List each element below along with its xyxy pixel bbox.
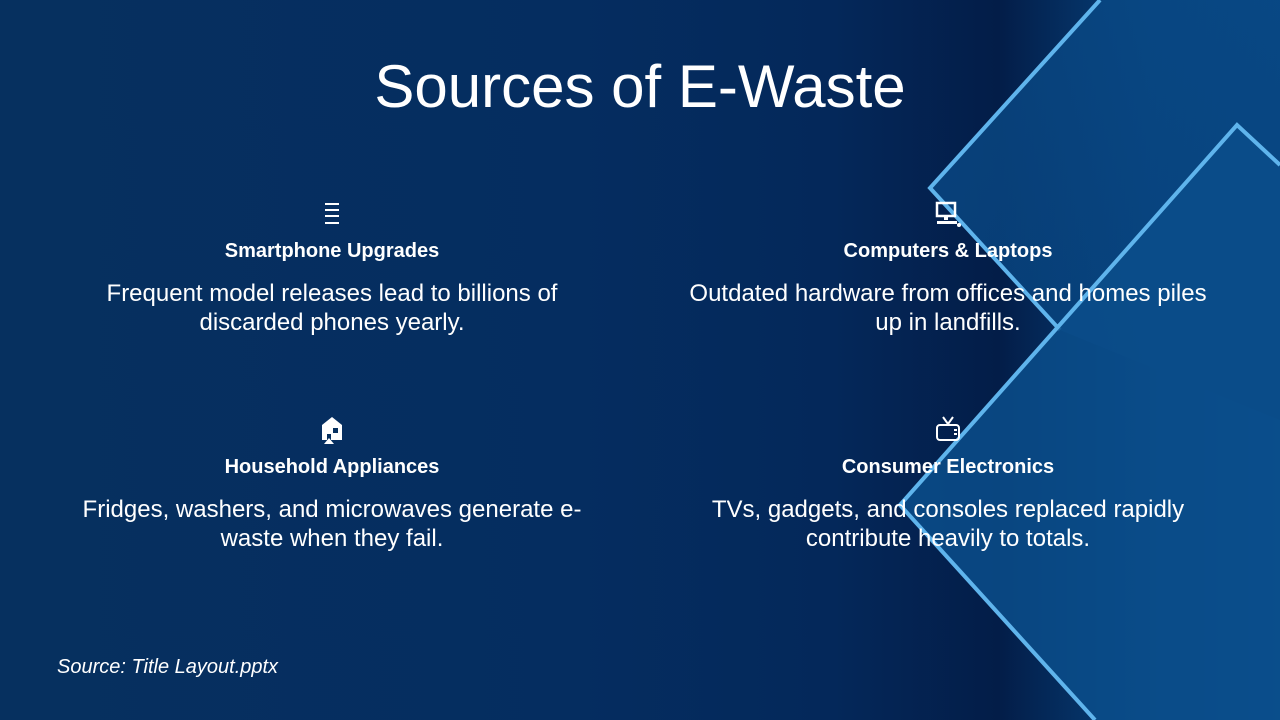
card-body: Outdated hardware from offices and homes… — [689, 280, 1207, 336]
diamond-outline — [897, 122, 1280, 720]
card-consumer-electronics: Consumer Electronics TVs, gadgets, and c… — [688, 416, 1208, 553]
card-smartphone: Smartphone Upgrades Frequent model relea… — [72, 200, 592, 337]
house-icon — [322, 417, 342, 444]
page-title: Sources of E-Waste — [374, 53, 906, 120]
card-body: Frequent model releases lead to billions… — [106, 280, 558, 336]
card-heading: Smartphone Upgrades — [224, 240, 440, 262]
card-heading: Computers & Laptops — [843, 240, 1053, 262]
card-body: Fridges, washers, and microwaves generat… — [82, 496, 582, 552]
computer-icon — [935, 201, 961, 227]
diamond-shape — [900, 125, 1280, 720]
card-heading: Consumer Electronics — [841, 456, 1055, 478]
card-heading: Household Appliances — [224, 456, 440, 478]
source-caption: Source: Title Layout.pptx — [57, 656, 279, 678]
smartphone-icon — [325, 203, 339, 224]
card-household: Household Appliances Fridges, washers, a… — [72, 416, 592, 553]
card-computers: Computers & Laptops Outdated hardware fr… — [688, 200, 1208, 337]
diamond-outline — [927, 0, 1102, 332]
card-body: TVs, gadgets, and consoles replaced rapi… — [711, 496, 1185, 552]
tv-icon — [936, 416, 960, 441]
